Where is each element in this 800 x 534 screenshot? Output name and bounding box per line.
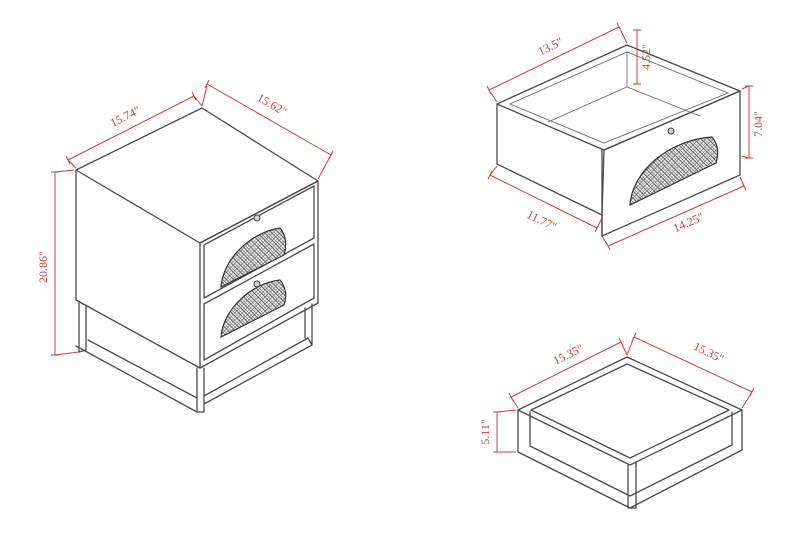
frame-top-outer xyxy=(517,356,743,466)
drawer-drawing: 13.5" 4.52" 7.04" 11.77" 14.25" xyxy=(486,22,765,251)
drawer-front-width-label: 14.25" xyxy=(671,209,706,235)
nightstand-drawer-bottom-front xyxy=(203,243,315,361)
frame-bottom-rails xyxy=(517,409,743,509)
nightstand-depth-dimension-line xyxy=(65,91,203,169)
nightstand-width-dimension-line xyxy=(201,79,334,180)
frame-height-dimension-line xyxy=(493,409,517,453)
nightstand-knob-bottom xyxy=(253,280,261,288)
frame-width-dimension-line xyxy=(626,332,755,409)
drawer-rattan-panel xyxy=(629,136,719,206)
drawer-depth-dimension-line xyxy=(486,22,628,103)
frame-height-label: 5.11" xyxy=(478,419,492,445)
drawer-left-panel xyxy=(496,103,605,216)
drawer-inner-height-label: 4.52" xyxy=(639,44,653,70)
drawer-front-width-dimension-line xyxy=(601,176,747,251)
frame-width-label: 15.35" xyxy=(691,339,726,366)
nightstand-left-side xyxy=(75,169,201,369)
nightstand-drawing: 15.74" 15.62" 20.86" xyxy=(36,79,334,413)
nightstand-leg-frame xyxy=(75,301,313,413)
drawer-side-dimension-line xyxy=(487,165,603,233)
nightstand-depth-label: 15.74" xyxy=(108,103,143,130)
drawer-side-length-label: 11.77" xyxy=(525,207,559,233)
drawer-front-height-dimension-line xyxy=(741,85,753,159)
drawer-front-height-label: 7.04" xyxy=(751,111,765,137)
frame-top-inner xyxy=(530,363,730,459)
frame-drawing: 15.35" 15.35" 5.11" xyxy=(478,332,755,509)
frame-depth-dimension-line xyxy=(508,337,628,409)
nightstand-height-dimension-line xyxy=(51,169,80,356)
nightstand-rattan-panel-top xyxy=(220,227,287,289)
frame-depth-label: 15.35" xyxy=(551,341,586,368)
drawer-knob xyxy=(667,127,675,135)
nightstand-drawer-top-front xyxy=(203,185,315,299)
nightstand-rattan-panel-bottom xyxy=(220,279,287,339)
drawer-inner-floor xyxy=(547,52,701,123)
nightstand-front-face xyxy=(199,180,319,369)
drawer-inner-rim xyxy=(508,51,730,144)
drawer-inner-height-dimension-line xyxy=(633,29,641,85)
nightstand-knob-top xyxy=(253,214,261,222)
nightstand-height-label: 20.86" xyxy=(36,251,50,283)
drawer-top-rim xyxy=(496,44,741,151)
